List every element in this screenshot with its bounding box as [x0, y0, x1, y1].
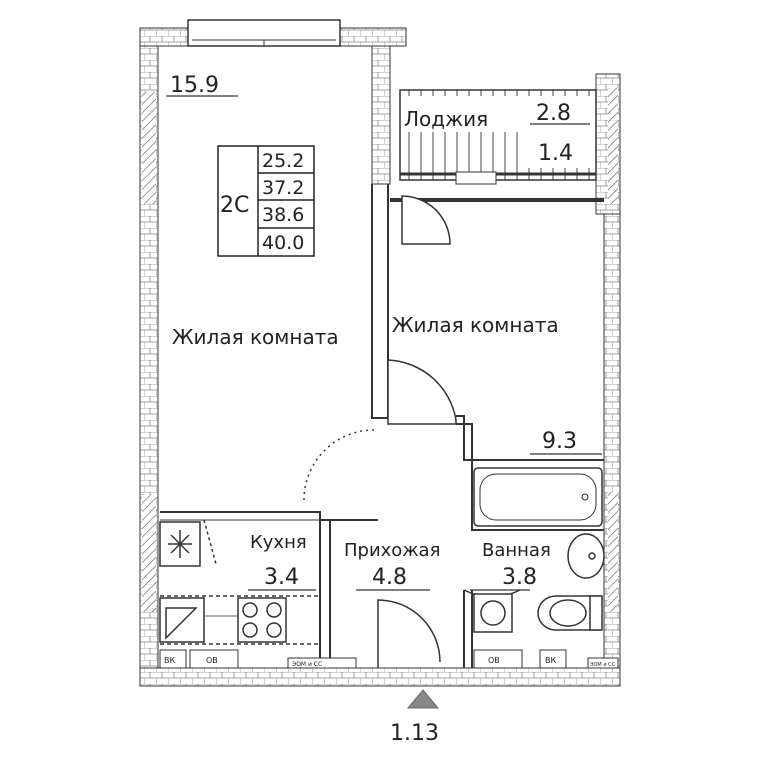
meter-label-3: ОВ [488, 656, 500, 665]
bathtub [473, 467, 603, 527]
kitchen-fixtures [159, 519, 320, 645]
area-total-4: 40.0 [262, 232, 304, 254]
panel-label-2: ЭОМ и СС [590, 662, 616, 668]
doors [303, 195, 521, 668]
loggia-area-1: 2.8 [536, 101, 571, 126]
area-label-right-room: 9.3 [542, 429, 577, 454]
window-top [187, 19, 341, 47]
area-label-top-left: 15.9 [170, 73, 219, 98]
bath-label: Ванная [482, 540, 551, 561]
apartment-type: 2С [220, 193, 249, 218]
wall-hatching [142, 88, 618, 612]
living-room-label-1: Жилая комната [172, 325, 339, 349]
bath-area: 3.8 [502, 565, 537, 590]
utility-ducts [159, 649, 619, 669]
meter-label-1: ВК [164, 656, 175, 665]
area-total-2: 37.2 [262, 177, 304, 199]
bath-fixtures [473, 533, 605, 633]
label-underlines [166, 95, 602, 591]
living-room-label-2: Жилая комната [392, 313, 559, 337]
kitchen-label: Кухня [250, 532, 307, 553]
loggia [399, 89, 597, 185]
area-total-3: 38.6 [262, 204, 304, 226]
meter-label-2: ОВ [206, 656, 218, 665]
area-table [217, 145, 315, 257]
area-total-1: 25.2 [262, 150, 304, 172]
loggia-label: Лоджия [404, 107, 488, 131]
loggia-area-2: 1.4 [538, 141, 573, 166]
entrance-marker [406, 689, 440, 709]
kitchen-area: 3.4 [264, 565, 299, 590]
meter-label-4: ВК [545, 656, 556, 665]
hall-area: 4.8 [372, 565, 407, 590]
interior-walls [160, 184, 604, 668]
panel-label-1: ЭОМ и СС [292, 661, 322, 668]
hall-label: Прихожая [344, 540, 440, 561]
floor-code: 1.13 [390, 721, 439, 746]
